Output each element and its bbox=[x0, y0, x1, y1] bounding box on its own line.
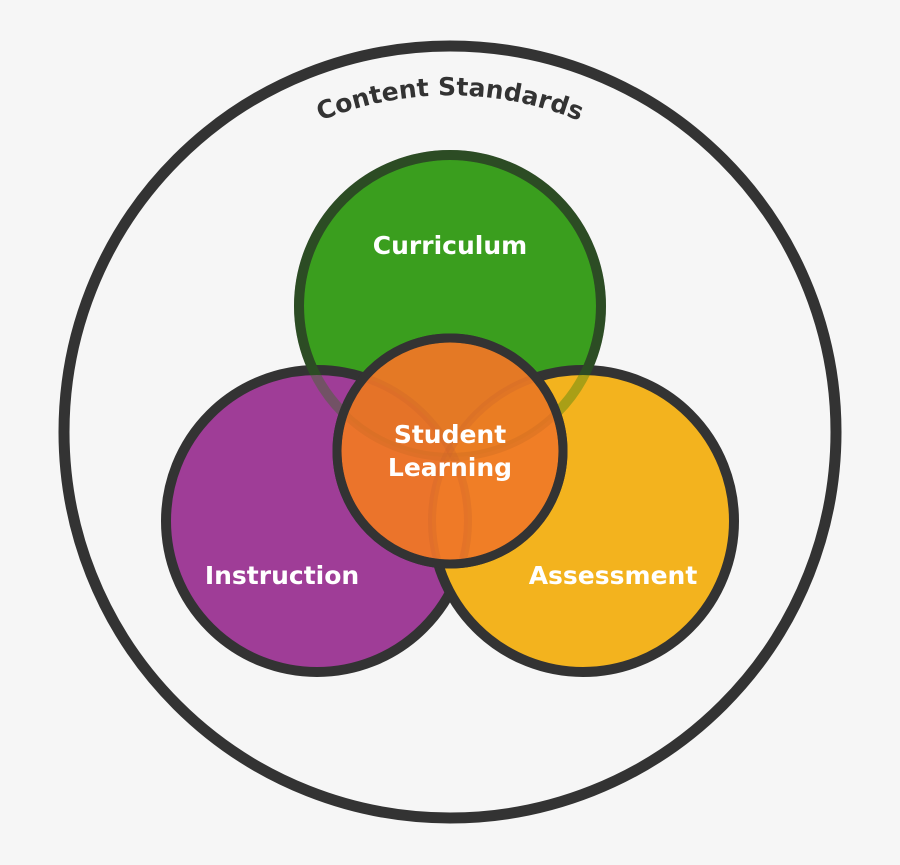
assessment-label: Assessment bbox=[529, 561, 698, 590]
student-learning-outline bbox=[332, 333, 568, 569]
instruction-label: Instruction bbox=[205, 561, 359, 590]
student-learning-label-line1: Student bbox=[394, 420, 506, 449]
student-learning-label-line2: Learning bbox=[388, 453, 512, 482]
center-overlap-arcs bbox=[341, 342, 559, 560]
curriculum-label: Curriculum bbox=[373, 231, 527, 260]
